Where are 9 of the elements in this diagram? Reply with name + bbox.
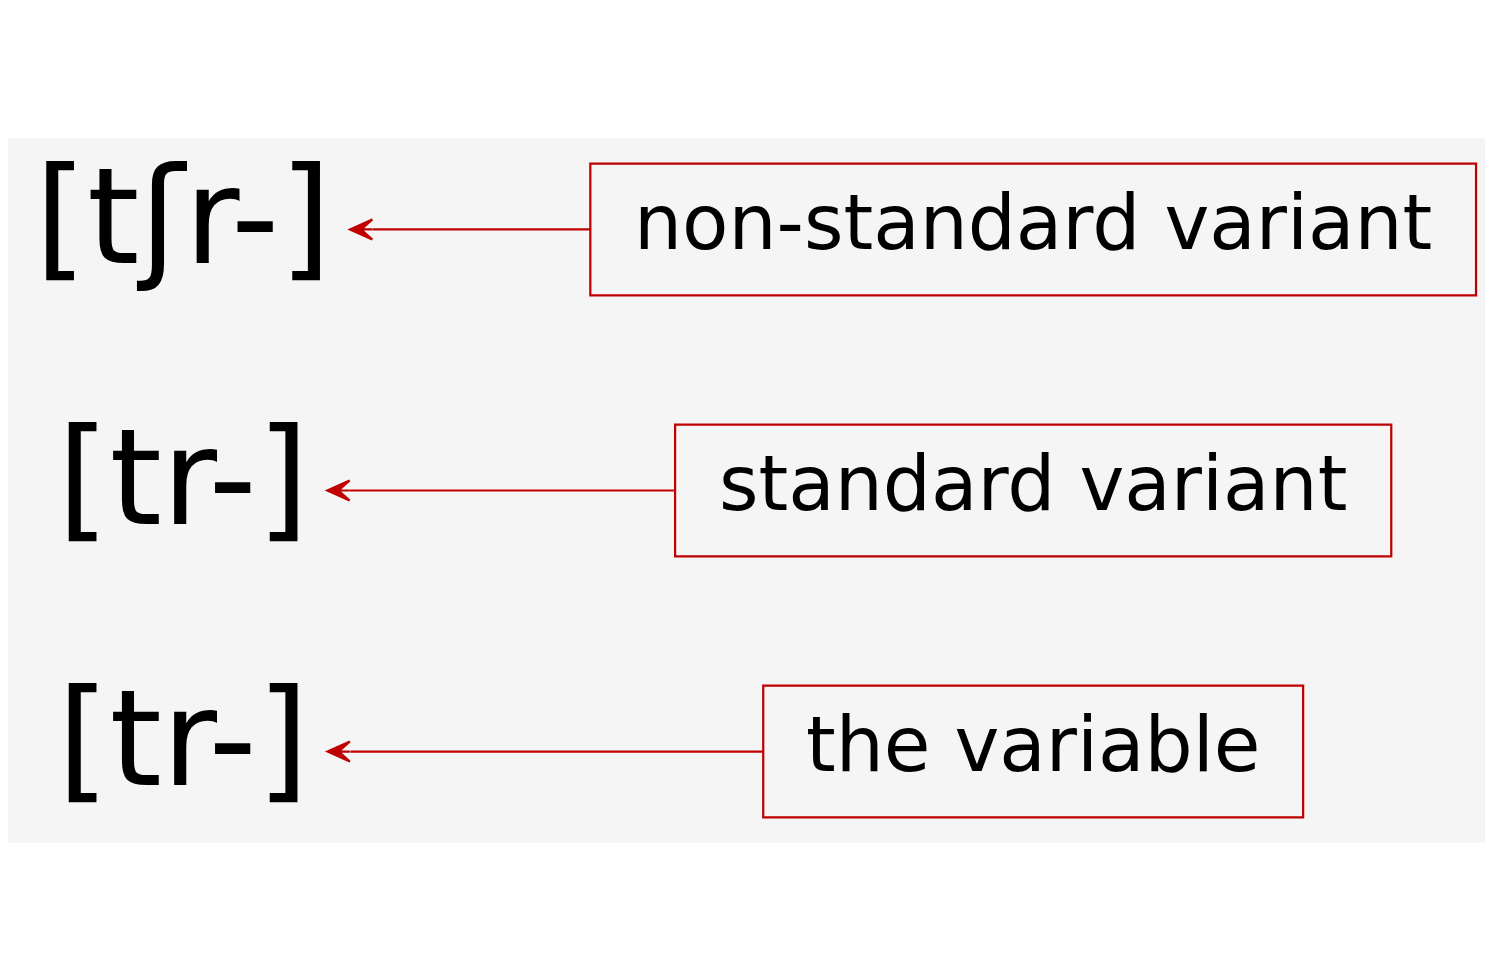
- arrow: [326, 739, 763, 763]
- node-box: the variable: [762, 684, 1305, 818]
- node-box: standard variant: [674, 423, 1393, 557]
- node-text: [tr-]: [57, 660, 310, 817]
- node-text: [tʃr-]: [34, 138, 332, 295]
- node-box: non-standard variant: [589, 162, 1478, 296]
- arrow: [348, 217, 591, 241]
- arrow: [326, 478, 675, 502]
- node-text: [tr-]: [57, 399, 310, 556]
